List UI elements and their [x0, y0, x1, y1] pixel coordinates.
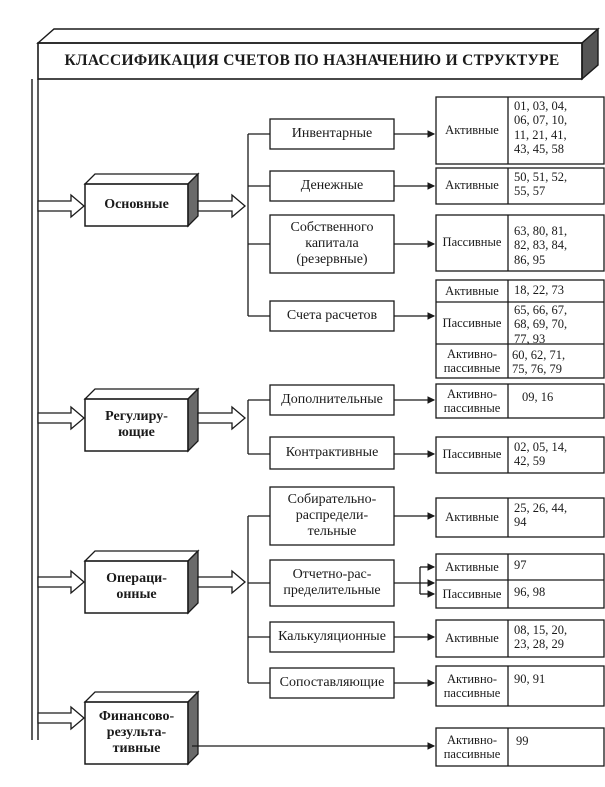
row-type: Пассивные [442, 586, 502, 601]
row-accounts: 50, 51, 52, 55, 57 [514, 170, 568, 199]
subcategory-box [269, 436, 395, 470]
row-type: Активно- пассивные [443, 346, 501, 375]
arrow-a3-head [427, 240, 436, 248]
category-box-finansovo-front [84, 701, 189, 765]
row-type: Активные [445, 559, 499, 574]
table-inventarnye-border [435, 96, 605, 165]
row-accounts: 63, 80, 81, 82, 83, 84, 86, 95 [514, 224, 568, 267]
category-box-operatsionnye-front [84, 560, 189, 614]
subcategory-sobiratelno-raspredelitelnye: Собирательно- распредели- тельные [287, 491, 377, 540]
arrow-a5-head [427, 396, 436, 404]
arrow-from-reguliruyushchie [197, 405, 247, 431]
category-box-reguliruyushchie-top-face [83, 388, 200, 400]
row-type: Активные [445, 123, 499, 138]
subcategory-sopostavlyayushchie: Сопоставляющие [279, 674, 385, 690]
subcategory-sobstvennogo-kapitala: Собственного капитала (резервные) [290, 219, 374, 268]
arrow-from-osnovnye [197, 193, 247, 219]
category-osnovnye: Основные [104, 196, 169, 212]
title-box-front [37, 42, 583, 80]
table-sobiratelnye-border [435, 497, 605, 538]
table-otchetnye-border [435, 553, 605, 609]
arrow-a4-head [427, 312, 436, 320]
row-accounts: 02, 05, 14, 42, 59 [514, 440, 568, 469]
arrow-from-operatsionnye [197, 569, 247, 595]
category-box-operatsionnye-side-face [187, 549, 199, 615]
category-box-finansovo-side-face [187, 690, 199, 766]
row-type: Пассивные [442, 315, 502, 330]
table-kalkulyatsionnye-border [435, 619, 605, 658]
row-accounts: 96, 98 [514, 585, 546, 599]
row-accounts: 25, 26, 44, 94 [514, 501, 568, 530]
arrow-a2-head [427, 182, 436, 190]
arrow-to-operatsionnye [37, 569, 86, 595]
row-accounts: 99 [516, 734, 529, 748]
arrow-to-osnovnye [37, 193, 86, 219]
row-type: Пассивные [442, 446, 502, 461]
subcategory-denezhnye: Денежные [300, 177, 364, 193]
subcategory-scheta-raschetov: Счета расчетов [286, 307, 378, 323]
table-denezhnye-border [435, 167, 605, 205]
category-box-osnovnye-front [84, 183, 189, 227]
title-box-top-face [36, 28, 600, 44]
category-box-operatsionnye-top-face [83, 550, 200, 562]
subcategory-dopolnitelnye: Дополнительные [281, 391, 383, 407]
row-type: Активные [445, 177, 499, 192]
row-accounts: 65, 66, 67, 68, 69, 70, 77, 93 [514, 303, 568, 346]
row-type: Пассивные [442, 235, 502, 250]
row-accounts: 01, 03, 04, 06, 07, 10, 11, 21, 41, 43, … [514, 99, 568, 157]
arrow-a6-head [427, 450, 436, 458]
diagram-title: КЛАССИФИКАЦИЯ СЧЕТОВ ПО НАЗНАЧЕНИЮ И СТР… [64, 52, 560, 70]
table-dopolnitelnye-border [435, 383, 605, 419]
arrow-to-finansovo [37, 705, 86, 731]
row-type: Активные [445, 283, 499, 298]
row-type: Активные [445, 509, 499, 524]
subcategory-otchetno-raspredelitelnye: Отчетно-рас- пределительные [283, 566, 381, 598]
subcategory-kontraktivnye: Контрактивные [285, 444, 379, 460]
arrow-a8-head [427, 579, 436, 587]
row-accounts: 90, 91 [514, 672, 546, 686]
row-type: Активно- пассивные [443, 732, 501, 761]
arrow-finansovo-head [427, 742, 436, 750]
category-finansovo-rezultativnye: Финансово- результа- тивные [98, 708, 175, 757]
category-reguliruyushchie: Регулиру- ющие [105, 408, 168, 440]
row-type: Активно- пассивные [443, 671, 501, 700]
category-box-reguliruyushchie-front [84, 398, 189, 452]
category-box-finansovo-top-face [83, 691, 200, 703]
arrow-to-reguliruyushchie [37, 405, 86, 431]
row-type: Активные [445, 630, 499, 645]
row-accounts: 60, 62, 71, 75, 76, 79 [512, 348, 566, 377]
table-kontraktivnye-border [435, 436, 605, 474]
row-accounts: 09, 16 [522, 390, 554, 404]
arrow-a9-head [427, 633, 436, 641]
table-sopostavlyayushchie-border [435, 665, 605, 707]
row-accounts: 97 [514, 558, 527, 572]
category-box-osnovnye-top-face [83, 173, 200, 185]
arrow-fork-bottom-head [427, 590, 436, 598]
row-type: Активно- пассивные [443, 386, 501, 415]
category-box-reguliruyushchie-side-face [187, 387, 199, 453]
arrow-fork-top-head [427, 563, 436, 571]
category-box-osnovnye-side-face [187, 172, 199, 228]
table-raschety-border [435, 279, 605, 379]
arrow-a7-head [427, 512, 436, 520]
row-accounts: 18, 22, 73 [514, 283, 564, 297]
row-accounts: 08, 15, 20, 23, 28, 29 [514, 623, 568, 652]
arrow-a1-head [427, 130, 436, 138]
subcategory-inventarnye: Инвентарные [291, 125, 373, 141]
table-finansovo-border [435, 727, 605, 767]
table-kapital-border [435, 214, 605, 272]
arrow-a10-head [427, 679, 436, 687]
category-operatsionnye: Операци- онные [106, 570, 167, 602]
subcategory-kalkulyatsionnye: Калькуляционные [278, 628, 386, 644]
